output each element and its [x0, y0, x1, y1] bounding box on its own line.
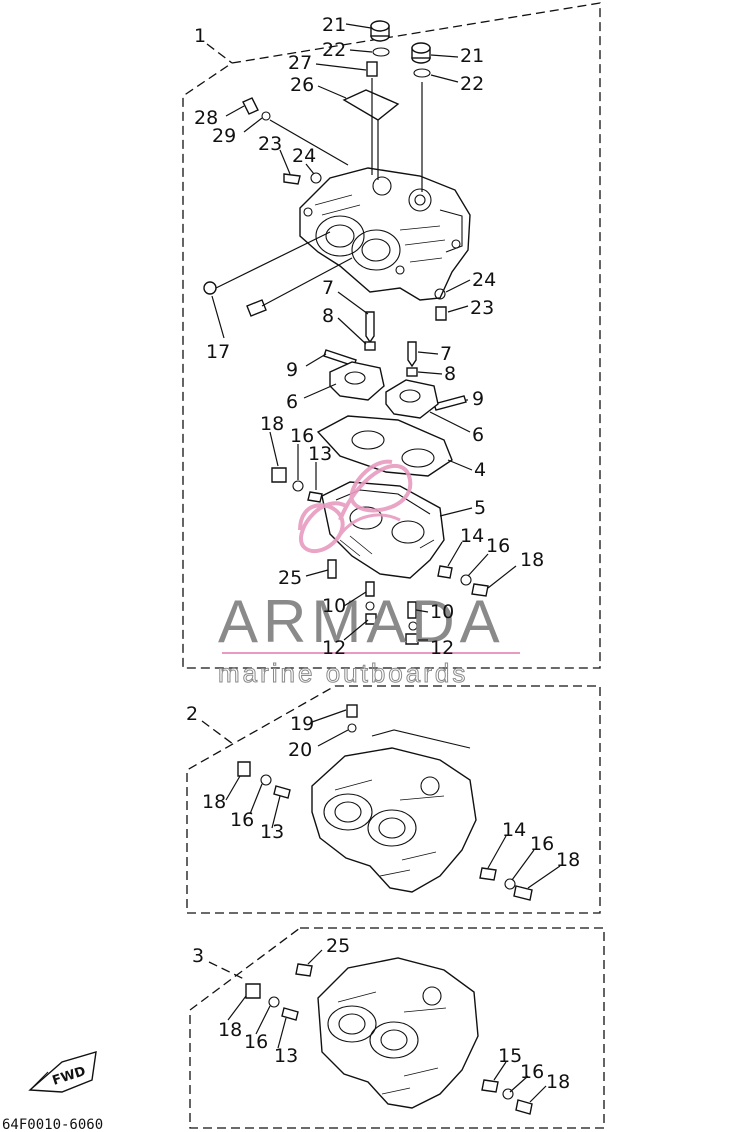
- callout-number: 21: [322, 14, 346, 36]
- float-chamber: [321, 481, 445, 579]
- callout-number: 23: [258, 133, 282, 155]
- callout-number: 10: [322, 595, 346, 617]
- carburetor-middle-body: [311, 729, 477, 893]
- callout-number: 7: [440, 343, 452, 365]
- callout-number: 16: [530, 833, 554, 855]
- carburetor-upper-body: [299, 167, 471, 301]
- callout-number: 6: [286, 391, 298, 413]
- group-label: 1: [194, 25, 206, 47]
- callout-number: 14: [502, 819, 526, 841]
- callout-number: 18: [218, 1019, 242, 1041]
- callout-number: 7: [322, 277, 334, 299]
- callout-number: 16: [520, 1061, 544, 1083]
- callout-number: 23: [470, 297, 494, 319]
- group-label: 2: [186, 703, 198, 725]
- watermark-brand: ARMADA: [218, 588, 505, 655]
- callout-number: 18: [520, 549, 544, 571]
- callout-number: 16: [290, 425, 314, 447]
- callout-number: 16: [230, 809, 254, 831]
- callout-number: 28: [194, 107, 218, 129]
- callout-number: 9: [286, 359, 298, 381]
- callout-number: 18: [546, 1071, 570, 1093]
- callout-numbers: 21 22 21 22 27 26 28 29 23 24 24 23 17 7…: [194, 14, 580, 1093]
- watermark-logo: [298, 459, 413, 554]
- callout-number: 13: [260, 821, 284, 843]
- callout-number: 25: [326, 935, 350, 957]
- callout-number: 17: [206, 341, 230, 363]
- callout-number: 6: [472, 424, 484, 446]
- callout-number: 13: [308, 443, 332, 465]
- group-label: 3: [192, 945, 204, 967]
- callout-number: 29: [212, 125, 236, 147]
- callout-number: 18: [202, 791, 226, 813]
- carburetor-lower-body: [317, 957, 479, 1109]
- callout-number: 20: [288, 739, 312, 761]
- group-1-frame: [182, 2, 601, 669]
- watermark-tagline: marine outboards: [218, 658, 468, 688]
- callout-number: 22: [322, 39, 346, 61]
- callout-number: 14: [460, 525, 484, 547]
- group-3-frame: [189, 927, 605, 1129]
- callout-number: 26: [290, 74, 314, 96]
- callout-number: 18: [260, 413, 284, 435]
- callout-number: 12: [430, 637, 454, 659]
- callout-number: 8: [444, 363, 456, 385]
- callout-number: 15: [498, 1045, 522, 1067]
- callout-number: 18: [556, 849, 580, 871]
- callout-number: 16: [486, 535, 510, 557]
- callout-number: 8: [322, 305, 334, 327]
- fwd-arrow-icon: FWD: [28, 1051, 97, 1093]
- diagram-code: 64F0010-6060: [2, 1117, 103, 1132]
- callout-number: 24: [292, 145, 316, 167]
- callout-number: 12: [322, 637, 346, 659]
- callout-number: 19: [290, 713, 314, 735]
- cap-21-right: [411, 42, 431, 78]
- callout-number: 24: [472, 269, 496, 291]
- callout-number: 25: [278, 567, 302, 589]
- callout-number: 21: [460, 45, 484, 67]
- callout-number: 5: [474, 497, 486, 519]
- callout-number: 9: [472, 388, 484, 410]
- callout-number: 27: [288, 52, 312, 74]
- callout-number: 4: [474, 459, 486, 481]
- callout-number: 22: [460, 73, 484, 95]
- callout-number: 16: [244, 1031, 268, 1053]
- cap-21-left: [370, 20, 390, 57]
- callout-number: 10: [430, 601, 454, 623]
- callout-number: 13: [274, 1045, 298, 1067]
